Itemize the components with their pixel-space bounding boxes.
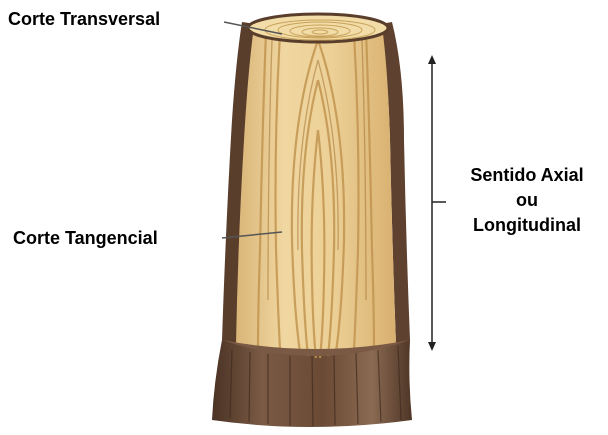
tangential-face (236, 26, 396, 355)
label-axial-line3: Longitudinal (452, 213, 602, 238)
axial-arrow (428, 55, 446, 351)
label-corte-transversal: Corte Transversal (8, 8, 160, 30)
label-axial-line2: ou (452, 188, 602, 213)
label-axial-line1: Sentido Axial (452, 163, 602, 188)
label-corte-tangencial: Corte Tangencial (13, 227, 158, 249)
label-sentido-axial: Sentido Axial ou Longitudinal (452, 163, 602, 238)
